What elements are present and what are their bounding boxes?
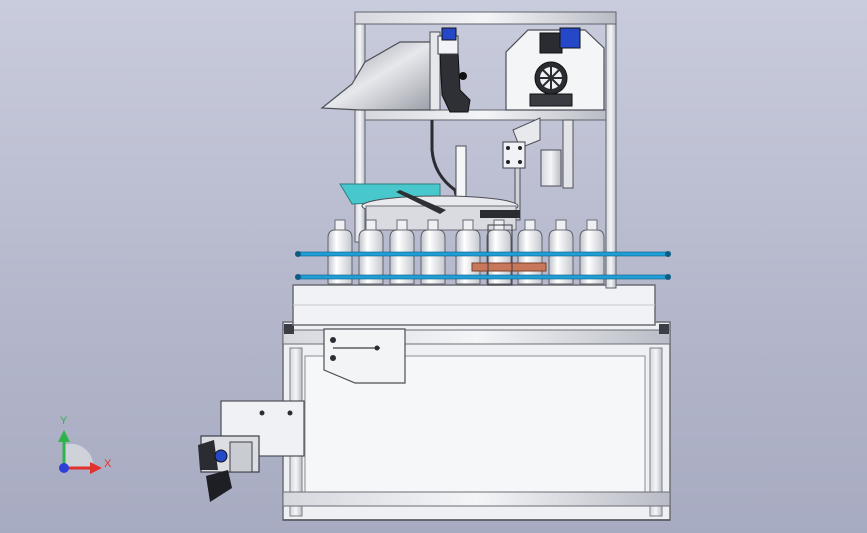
base-cabinet [282,321,671,521]
cable [430,120,460,206]
bottle [358,219,384,285]
table-top [292,284,656,326]
hopper [320,31,441,111]
bottle [327,219,353,285]
drive-unit [505,27,605,111]
bottle [420,219,446,285]
cam-lever [437,27,471,113]
z-axis-icon [59,463,69,473]
upper-frame [354,11,617,289]
axis-triad [58,430,102,474]
guide-rails [295,251,671,280]
bottle [579,219,605,285]
side-plate [323,328,406,384]
bottle-row [327,219,605,285]
bottle [389,219,415,285]
left-motor-assembly [198,400,305,502]
x-arrow-icon [90,462,102,474]
slide-assembly [455,117,574,221]
x-axis-label: X [104,458,112,470]
y-arrow-icon [58,430,70,442]
bottle [548,219,574,285]
turntable [339,183,520,231]
y-axis-label: Y [60,415,68,427]
